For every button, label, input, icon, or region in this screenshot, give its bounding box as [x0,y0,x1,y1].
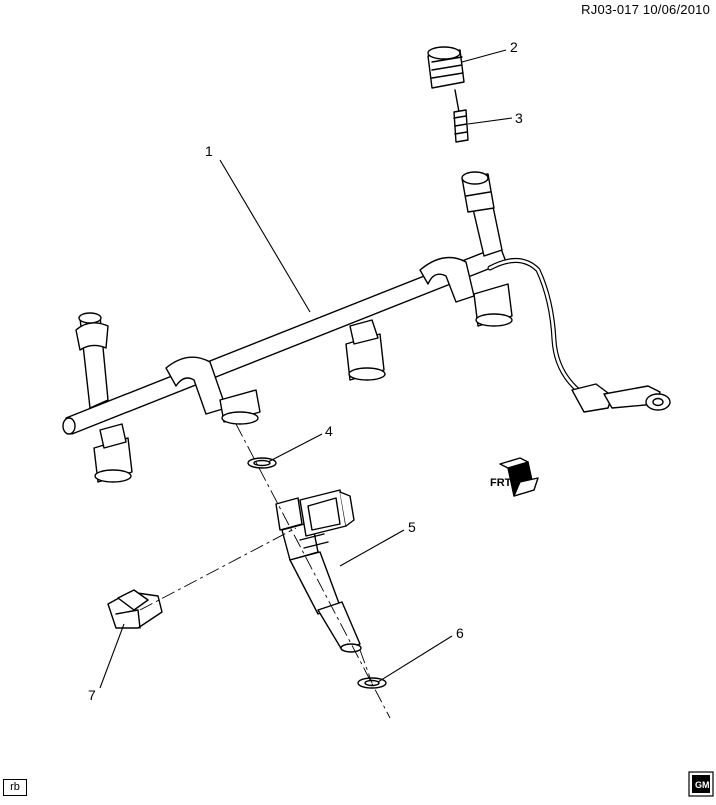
front-direction-label: FRT [490,477,512,489]
front-direction-indicator [499,457,539,497]
callout-2: 2 [510,39,518,55]
fuel-injector [275,489,362,653]
injector-cup [93,423,133,483]
callout-7: 7 [88,687,96,703]
injector-cup [219,389,261,425]
manufacturer-badge: GM [688,771,714,797]
injector-retainer-clip [107,589,163,629]
schrader-valve-core [453,89,469,143]
callout-3: 3 [515,110,523,126]
corner-tag: rb [3,779,27,796]
callout-4: 4 [325,423,333,439]
schrader-valve-cap [427,46,465,89]
callout-1: 1 [205,143,213,159]
sensor-wire-harness [487,258,671,413]
drawing-reference: RJ03-017 10/06/2010 [581,2,710,17]
fuel-rail [62,171,513,483]
badge-text: GM [695,780,710,790]
callout-6: 6 [456,625,464,641]
injector-cup [473,283,513,327]
injector-cup [345,319,386,381]
callout-5: 5 [408,519,416,535]
